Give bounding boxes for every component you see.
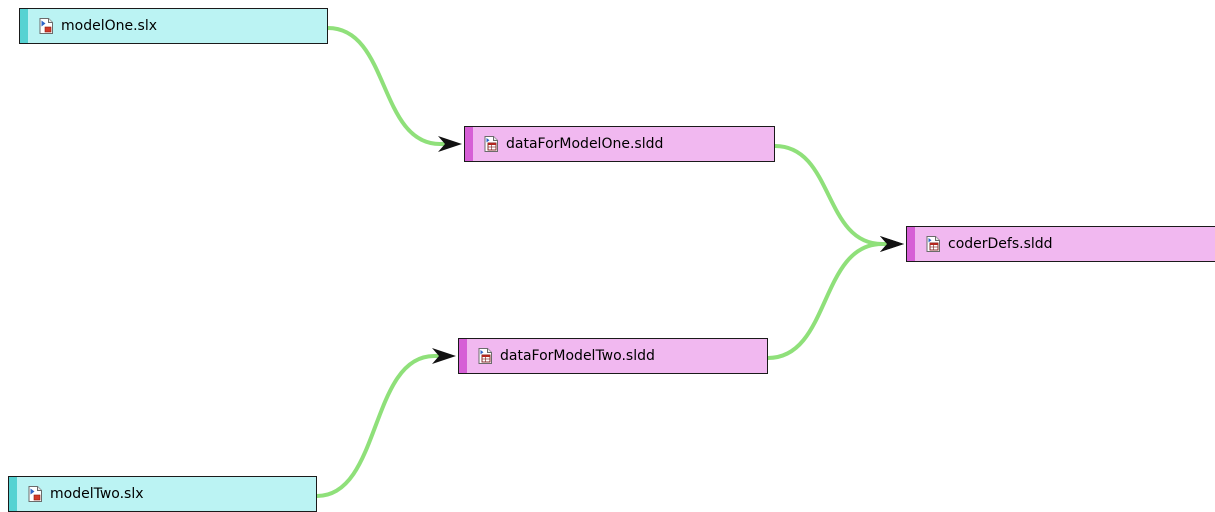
node-label: dataForModelOne.sldd (506, 136, 664, 152)
arrowhead-coder (880, 236, 904, 252)
node-modeltwo-slx[interactable]: modelTwo.slx (8, 476, 317, 512)
node-label: modelTwo.slx (50, 486, 144, 502)
edge-dataTwo-to-coder (766, 242, 892, 360)
edge-modelOne-to-dataOne (326, 26, 450, 146)
model-type-stripe (20, 9, 28, 43)
node-label: dataForModelTwo.sldd (500, 348, 655, 364)
simulink-model-icon (28, 486, 42, 502)
data-dictionary-icon (926, 236, 940, 252)
dictionary-type-stripe (465, 127, 473, 161)
arrowhead-dataTwo (432, 348, 456, 364)
model-type-stripe (9, 477, 17, 511)
arrowhead-dataOne (438, 136, 462, 152)
dictionary-type-stripe (459, 339, 467, 373)
node-modelone-slx[interactable]: modelOne.slx (19, 8, 328, 44)
node-dataformodeltwo-sldd[interactable]: dataForModelTwo.sldd (458, 338, 768, 374)
node-label: coderDefs.sldd (948, 236, 1053, 252)
node-label: modelOne.slx (61, 18, 158, 34)
edge-dataOne-to-coder (773, 144, 892, 246)
node-coderdefs-sldd[interactable]: coderDefs.sldd (906, 226, 1215, 262)
edges-layer (315, 26, 904, 498)
node-dataformodelone-sldd[interactable]: dataForModelOne.sldd (464, 126, 775, 162)
data-dictionary-icon (478, 348, 492, 364)
dictionary-type-stripe (907, 227, 915, 261)
simulink-model-icon (39, 18, 53, 34)
data-dictionary-icon (484, 136, 498, 152)
edge-modelTwo-to-dataTwo (315, 354, 444, 498)
